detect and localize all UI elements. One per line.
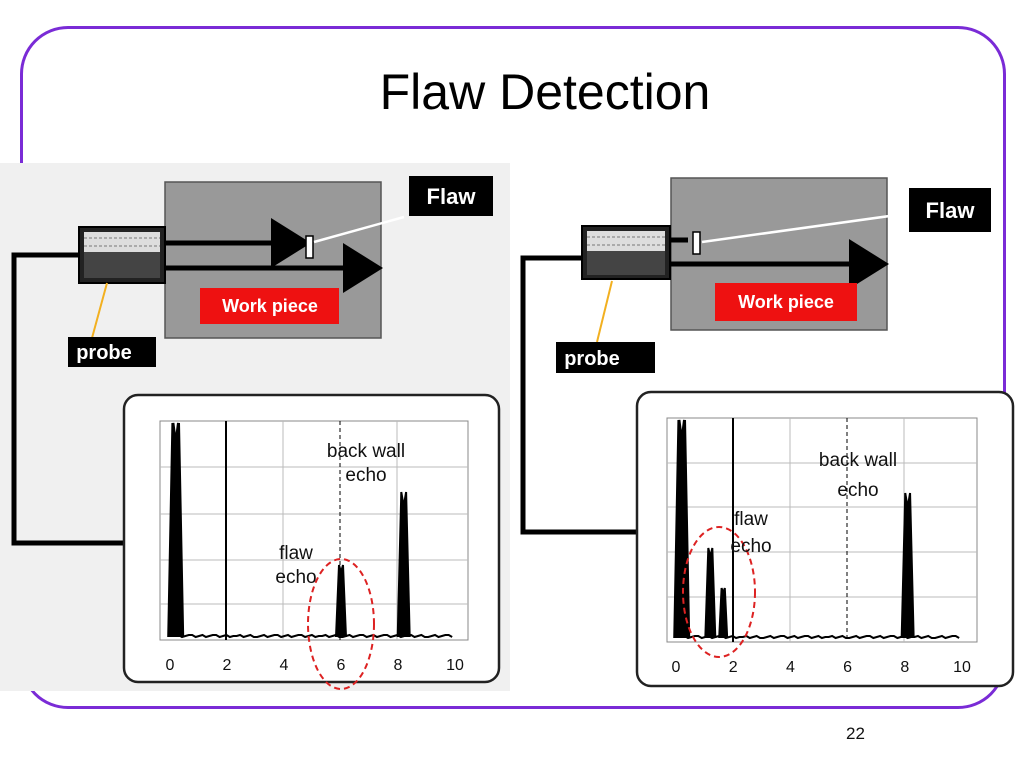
- left-echo-trace: [167, 422, 453, 639]
- right-flaw-echo-label-line1: flaw: [734, 509, 768, 530]
- x-tick-label: 4: [786, 659, 795, 676]
- left-probe-label: probe: [76, 342, 132, 364]
- x-tick-label: 8: [900, 659, 909, 676]
- left-flaw-echo-highlight: [307, 558, 375, 690]
- flaw-echo-peak: [335, 564, 347, 638]
- right-probe-label: probe: [564, 348, 620, 370]
- initial-pulse-peak: [673, 419, 691, 639]
- right-x-axis-ticks: 0 2 4 6 8 10: [672, 659, 971, 676]
- right-probe-label-box: [556, 342, 655, 373]
- flaw-echo-peak: [704, 547, 717, 639]
- back-wall-echo-peak: [900, 492, 915, 639]
- x-tick-label: 2: [223, 657, 232, 674]
- x-tick-label: 0: [166, 657, 175, 674]
- right-oscilloscope: back wall echo flaw echo 0 2 4 6 8 10: [635, 390, 1015, 688]
- right-back-wall-label-line2: echo: [837, 480, 878, 501]
- right-flaw-label: Flaw: [926, 198, 976, 223]
- right-probe: [581, 225, 671, 280]
- left-flaw-marker: [305, 235, 314, 259]
- right-probe-pointer: [596, 280, 613, 343]
- right-flaw-echo-highlight: [682, 526, 756, 658]
- left-work-piece-label: Work piece: [222, 296, 318, 316]
- right-flaw-pointer: [701, 212, 905, 244]
- left-flaw-echo-label-line1: flaw: [279, 543, 313, 564]
- x-tick-label: 2: [729, 659, 738, 676]
- left-cable: [11, 252, 128, 546]
- x-tick-label: 10: [953, 659, 971, 676]
- left-flaw-pointer: [313, 215, 405, 244]
- right-back-wall-label-line1: back wall: [819, 450, 897, 471]
- left-back-wall-label-line1: back wall: [327, 441, 405, 462]
- left-oscilloscope: back wall echo flaw echo 0 2 4 6 8 10: [122, 393, 501, 690]
- x-tick-label: 0: [672, 659, 681, 676]
- slide-number: 22: [846, 724, 865, 743]
- right-flaw-label-box: [909, 188, 991, 232]
- right-flaw-marker: [692, 231, 701, 255]
- x-tick-label: 4: [280, 657, 289, 674]
- x-tick-label: 6: [337, 657, 346, 674]
- flaw-echo-secondary-peak: [718, 587, 729, 639]
- left-x-axis-ticks: 0 2 4 6 8 10: [166, 657, 464, 674]
- right-work-piece-label: Work piece: [738, 292, 834, 312]
- left-flaw-label: Flaw: [427, 184, 477, 209]
- left-back-wall-label-line2: echo: [345, 465, 386, 486]
- slide-title: Flaw Detection: [379, 64, 711, 120]
- left-flaw-label-box: [409, 176, 493, 216]
- left-flaw-echo-label-line2: echo: [275, 567, 316, 588]
- x-tick-label: 8: [394, 657, 403, 674]
- left-work-piece-label-box: [200, 288, 339, 324]
- left-probe-pointer: [91, 282, 108, 339]
- x-tick-label: 10: [446, 657, 464, 674]
- right-plot-area: [666, 417, 978, 643]
- right-work-piece-label-box: [715, 283, 857, 321]
- left-probe: [78, 226, 166, 284]
- initial-pulse-peak: [167, 422, 185, 638]
- left-plot-area: [159, 420, 469, 641]
- right-setup: Flaw Work piece probe: [520, 177, 991, 535]
- back-wall-echo-peak: [396, 491, 411, 638]
- right-flaw-echo-label-line2: echo: [730, 536, 771, 557]
- x-tick-label: 6: [843, 659, 852, 676]
- left-setup: Flaw Work piece probe: [11, 176, 493, 546]
- right-echo-trace: [673, 419, 960, 640]
- right-cable: [520, 255, 640, 535]
- left-probe-label-box: [68, 337, 156, 367]
